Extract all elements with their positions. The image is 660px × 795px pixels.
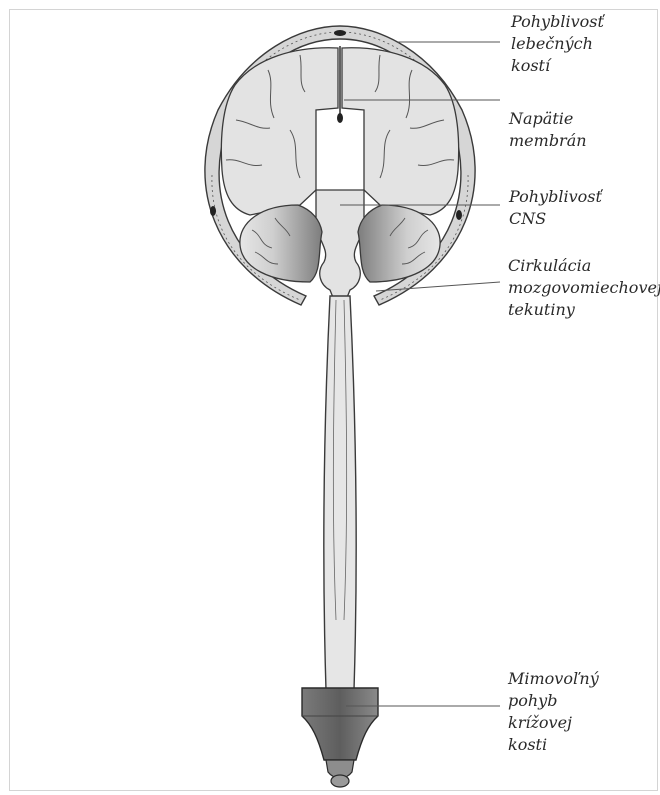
label-line: mozgovomiechovej	[508, 277, 660, 299]
label-cns-mobility: Pohyblivosť CNS	[509, 186, 602, 230]
label-line: tekutiny	[508, 299, 660, 321]
label-csf-circulation: Cirkulácia mozgovomiechovej tekutiny	[508, 255, 660, 321]
label-line: Cirkulácia	[508, 255, 660, 277]
label-line: kostí	[511, 55, 604, 77]
label-line: Pohyblivosť	[511, 11, 604, 33]
label-membrane-tension: Napätie membrán	[509, 108, 587, 152]
spinal-cord	[324, 296, 356, 690]
label-line: krížovej	[508, 712, 599, 734]
label-line: kosti	[508, 734, 599, 756]
label-line: lebečných	[511, 33, 604, 55]
label-line: pohyb	[508, 690, 599, 712]
label-sacrum-motion: Mimovoľný pohyb krížovej kosti	[508, 668, 599, 756]
label-line: Mimovoľný	[508, 668, 599, 690]
label-cranial-bone-mobility: Pohyblivosť lebečných kostí	[511, 11, 604, 77]
brainstem	[316, 190, 364, 300]
sacrum	[302, 688, 378, 787]
label-line: Pohyblivosť	[509, 186, 602, 208]
label-line: membrán	[509, 130, 587, 152]
label-line: CNS	[509, 208, 602, 230]
label-line: Napätie	[509, 108, 587, 130]
